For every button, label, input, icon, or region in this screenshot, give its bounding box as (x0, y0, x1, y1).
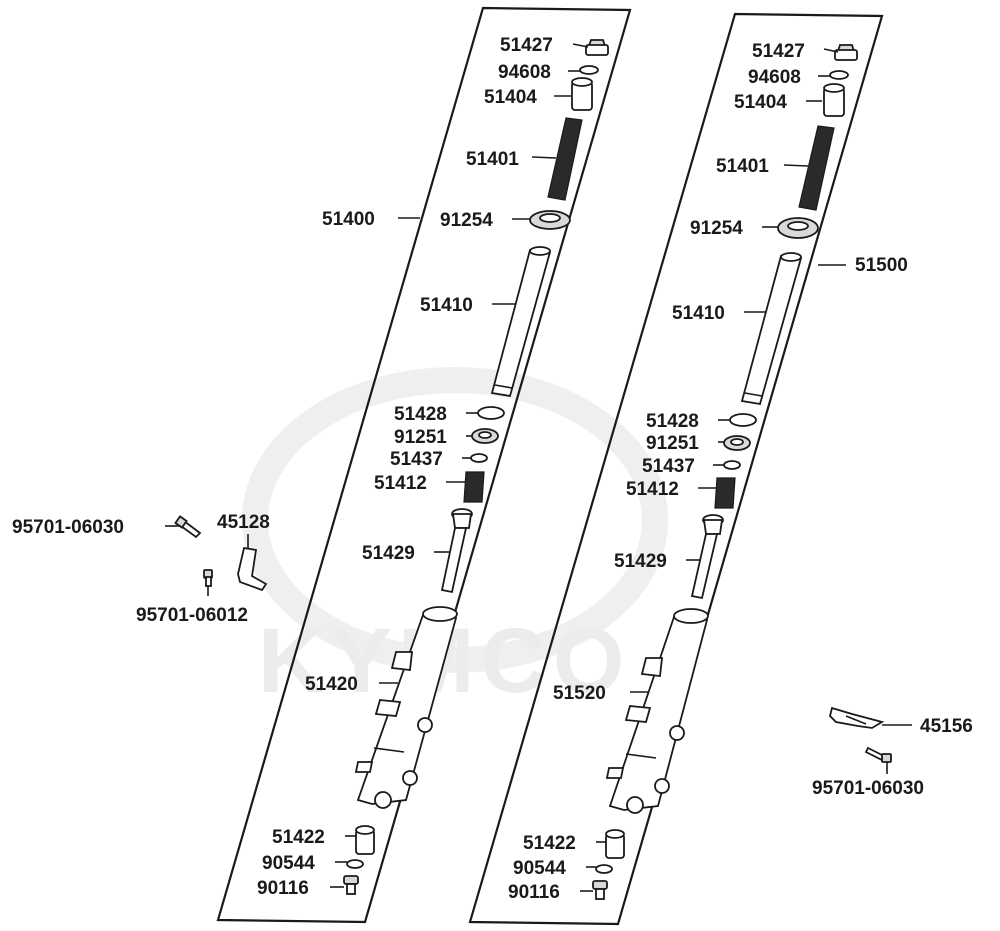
label-91254: 91254 (690, 218, 743, 239)
part-95701-06012-bolt[interactable] (203, 569, 213, 587)
label-91254: 91254 (440, 210, 493, 231)
label-51422: 51422 (523, 833, 576, 854)
label-51410: 51410 (672, 303, 725, 324)
part-90116-bolt[interactable] (592, 880, 608, 900)
left-assembly-frame (216, 6, 632, 924)
label-90544: 90544 (513, 858, 566, 879)
label-95701-06012: 95701-06012 (136, 605, 248, 626)
label-51500: 51500 (855, 255, 908, 276)
label-51437: 51437 (390, 449, 443, 470)
part-45156-bracket[interactable] (829, 706, 885, 729)
part-90116-bolt[interactable] (343, 875, 359, 895)
part-95701-06030-bolt-right[interactable] (864, 746, 892, 763)
part-91254-seal[interactable] (777, 217, 819, 239)
part-45128-bracket[interactable] (237, 546, 268, 592)
label-51410: 51410 (420, 295, 473, 316)
part-51410-inner-tube[interactable] (740, 252, 803, 406)
part-51412-rebound-spring[interactable] (714, 477, 736, 509)
part-51429-piston[interactable] (690, 514, 724, 600)
part-51404-collar[interactable] (823, 83, 845, 117)
label-95701-06030-left: 95701-06030 (12, 517, 124, 538)
leader-line (572, 43, 589, 48)
part-51422-cap[interactable] (605, 829, 625, 859)
label-51520: 51520 (553, 683, 606, 704)
part-51404-collar[interactable] (571, 77, 593, 111)
label-51404: 51404 (484, 87, 537, 108)
leader-line (823, 48, 839, 53)
label-51429: 51429 (614, 551, 667, 572)
label-51427: 51427 (752, 41, 805, 62)
part-51520-outer-tube[interactable] (605, 608, 709, 814)
label-51412: 51412 (374, 473, 427, 494)
part-51437-clip[interactable] (470, 453, 488, 463)
part-94608-o-ring[interactable] (829, 70, 849, 80)
right-fork-assembly: 51427 94608 51404 51401 91254 51500 5141… (468, 12, 973, 926)
label-91251: 91251 (394, 427, 447, 448)
leader-line (531, 156, 557, 159)
label-90544: 90544 (262, 853, 315, 874)
part-51427-cap-bolt[interactable] (834, 44, 858, 61)
part-51437-clip[interactable] (723, 460, 741, 470)
part-91254-seal[interactable] (529, 210, 571, 230)
part-91251-oil-seal[interactable] (723, 435, 751, 451)
label-45156: 45156 (920, 716, 973, 737)
label-51401: 51401 (716, 156, 769, 177)
label-94608: 94608 (748, 67, 801, 88)
part-90544-washer[interactable] (346, 859, 364, 869)
label-94608: 94608 (498, 62, 551, 83)
label-51401: 51401 (466, 149, 519, 170)
part-51428-washer[interactable] (477, 406, 505, 420)
part-51401-spring[interactable] (798, 125, 835, 211)
label-91251: 91251 (646, 433, 699, 454)
part-90544-washer[interactable] (595, 864, 613, 874)
label-51428: 51428 (394, 404, 447, 425)
label-51404: 51404 (734, 92, 787, 113)
label-51428: 51428 (646, 411, 699, 432)
label-45128: 45128 (217, 512, 270, 533)
part-51422-cap[interactable] (355, 825, 375, 855)
label-51412: 51412 (626, 479, 679, 500)
label-51437: 51437 (642, 456, 695, 477)
part-95701-06030-bolt-left[interactable] (174, 515, 202, 539)
label-51429: 51429 (362, 543, 415, 564)
part-91251-oil-seal[interactable] (471, 428, 499, 444)
part-51410-inner-tube[interactable] (490, 246, 552, 398)
label-51422: 51422 (272, 827, 325, 848)
leader-line (783, 164, 809, 167)
part-51429-piston[interactable] (440, 508, 473, 594)
label-90116: 90116 (257, 878, 309, 899)
label-51400: 51400 (322, 209, 375, 230)
left-fork-assembly: 51427 94608 51404 51401 51400 91254 5141… (12, 6, 632, 924)
label-51420: 51420 (305, 674, 358, 695)
right-assembly-frame (468, 12, 884, 926)
part-51412-rebound-spring[interactable] (463, 471, 485, 503)
label-51427: 51427 (500, 35, 553, 56)
part-51420-outer-tube[interactable] (354, 606, 458, 809)
label-90116: 90116 (508, 882, 560, 903)
part-51428-washer[interactable] (729, 413, 757, 427)
part-51401-spring[interactable] (547, 117, 583, 201)
part-51427-cap-bolt[interactable] (585, 39, 609, 56)
label-95701-06030-right: 95701-06030 (812, 778, 924, 799)
part-94608-o-ring[interactable] (579, 65, 599, 75)
